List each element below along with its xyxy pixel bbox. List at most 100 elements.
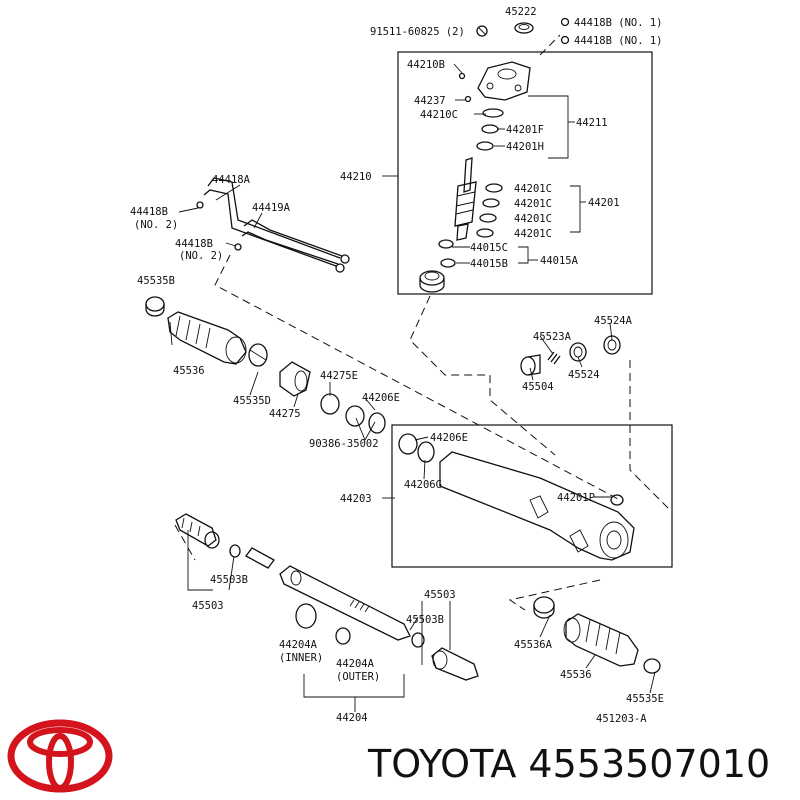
clamp-45535e-icon: [643, 658, 661, 674]
clamp-45535d-icon: [248, 343, 268, 367]
guide-45504-icon: [520, 354, 541, 376]
bolt-91511-icon: [476, 25, 488, 37]
tie-rod-end-left-icon: [175, 513, 220, 549]
label-44201p: 44201P: [557, 492, 595, 504]
label-44418b-no1-b: 44418B (NO. 1): [574, 35, 663, 47]
brand-part-number: TOYOTA 4553507010: [367, 742, 770, 786]
ring-44275e-icon: [320, 393, 340, 415]
bearing-44015a-icon: [419, 270, 445, 293]
label-44201c-1: 44201C: [514, 183, 552, 195]
label-44237: 44237: [414, 95, 446, 107]
label-44203: 44203: [340, 493, 372, 505]
label-45535d: 45535D: [233, 395, 271, 407]
label-44204a-1: 44204A: [279, 639, 318, 651]
label-45503-1: 45503: [192, 600, 224, 612]
label-no2-b: (NO. 2): [179, 250, 223, 262]
label-44206e-2: 44206E: [430, 432, 468, 444]
label-45524a: 45524A: [594, 315, 633, 327]
tie-rod-end-right-icon: [431, 647, 479, 681]
toyota-logo: [7, 719, 113, 793]
part-labels: 45222 44418B (NO. 1) 44418B (NO. 1) 9151…: [130, 6, 664, 725]
label-outer: (OUTER): [336, 671, 380, 683]
label-44275e: 44275E: [320, 370, 358, 382]
bushing-44275-icon: [279, 361, 311, 397]
label-44201: 44201: [588, 197, 620, 209]
label-44204a-2: 44204A: [336, 658, 375, 670]
plug-45524-icon: [569, 342, 587, 362]
label-44015c: 44015C: [470, 242, 508, 254]
nut-45503b-2-icon: [411, 632, 425, 648]
plug-44201p-icon: [610, 494, 624, 506]
label-45535b: 45535B: [137, 275, 175, 287]
valve-housing-44211-icon: [477, 61, 531, 101]
label-45536a: 45536A: [514, 639, 553, 651]
bolt-44210b-icon: [458, 72, 466, 80]
housing-44203-icon: [439, 451, 635, 561]
label-45523a: 45523A: [533, 331, 572, 343]
seal-44206e-1-icon: [368, 412, 386, 434]
oring-44210c-icon: [482, 108, 504, 118]
pinion-group-box: [397, 51, 653, 295]
seal-44206e-2-icon: [398, 433, 418, 455]
bushing-90386-icon: [345, 405, 365, 427]
label-44201c-3: 44201C: [514, 213, 552, 225]
label-44201h: 44201H: [506, 141, 544, 153]
label-44418b-no1-a: 44418B (NO. 1): [574, 17, 663, 29]
clamp-45535b-icon: [145, 296, 165, 317]
pinion-valve-44210-icon: [454, 157, 477, 241]
label-45536: 45536: [173, 365, 205, 377]
label-44201f: 44201F: [506, 124, 544, 136]
label-44201c-2: 44201C: [514, 198, 552, 210]
label-90386: 90386-35002: [309, 438, 379, 450]
nut-45503b-1-icon: [229, 544, 241, 558]
label-44418a: 44418A: [212, 174, 251, 186]
cap-45222-icon: [514, 22, 534, 34]
seal-44206g-icon: [417, 441, 435, 463]
boot-45536-icon: [167, 311, 247, 365]
label-44275: 44275: [269, 408, 301, 420]
nut-45524a-icon: [603, 335, 621, 355]
pin-44237-icon: [464, 95, 472, 103]
nut-44418b-no2-a-icon: [196, 201, 204, 209]
label-45503b-2: 45503B: [406, 614, 444, 626]
label-inner: (INNER): [279, 652, 323, 664]
spring-45523a-icon: [547, 351, 561, 365]
label-44204: 44204: [336, 712, 368, 724]
leader-lines: [169, 63, 656, 712]
seal-44204a-inner-icon: [295, 603, 317, 629]
label-44210: 44210: [340, 171, 372, 183]
clamp-45536a-icon: [533, 596, 555, 619]
nut-44418b-1-icon: [560, 17, 570, 27]
label-451203a: 451203-A: [596, 713, 647, 725]
boot-45536-right-icon: [563, 613, 639, 667]
nut-44418b-2-icon: [560, 35, 570, 45]
label-44206e-1: 44206E: [362, 392, 400, 404]
label-44418b-no2-b: 44418B: [175, 238, 213, 250]
label-no2-a: (NO. 2): [134, 219, 178, 231]
label-44419a: 44419A: [252, 202, 291, 214]
seal-44201f-icon: [481, 124, 499, 134]
label-44210b: 44210B: [407, 59, 445, 71]
label-45503b-1: 45503B: [210, 574, 248, 586]
seal-44204a-outer-icon: [335, 627, 351, 645]
label-45222: 45222: [505, 6, 537, 18]
seal-rings-44201c-icon: [476, 183, 503, 238]
label-45536-2: 45536: [560, 669, 592, 681]
pressure-tubes-icon: [203, 177, 350, 273]
rack-44204-icon: [245, 547, 411, 641]
label-44206g: 44206G: [404, 479, 442, 491]
seal-44201h-icon: [476, 141, 494, 151]
label-45524: 45524: [568, 369, 600, 381]
label-45503-2: 45503: [424, 589, 456, 601]
dashed-lines: [174, 34, 671, 611]
ring-44015c-icon: [438, 239, 454, 249]
label-44210c: 44210C: [420, 109, 458, 121]
label-44211: 44211: [576, 117, 608, 129]
label-44201c-4: 44201C: [514, 228, 552, 240]
label-45504: 45504: [522, 381, 554, 393]
label-45535e: 45535E: [626, 693, 664, 705]
nut-44418b-no2-b-icon: [234, 243, 242, 251]
housing-group-box: [391, 424, 673, 568]
